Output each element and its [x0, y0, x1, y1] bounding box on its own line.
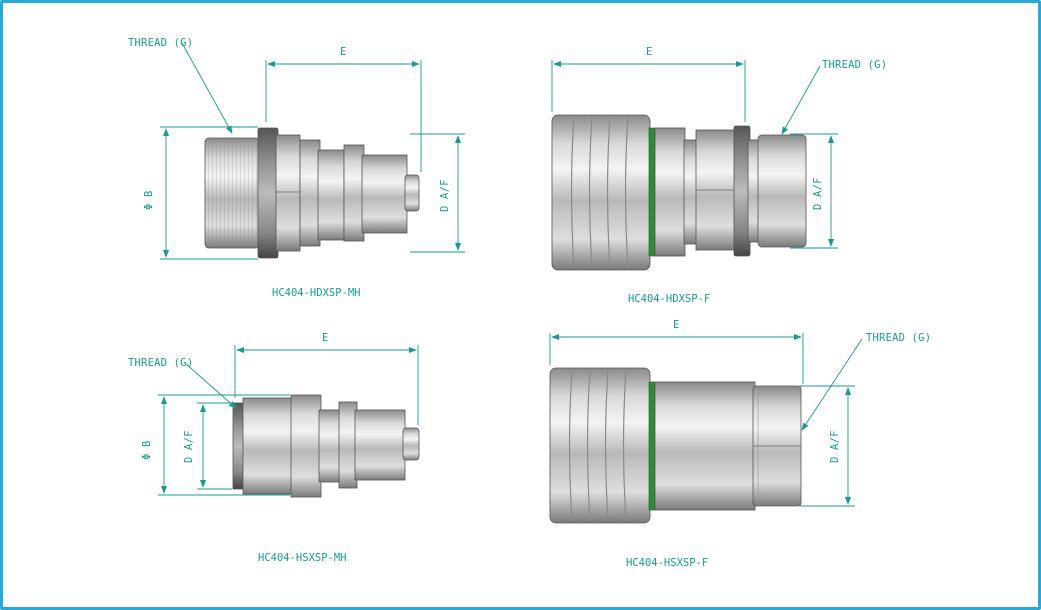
hex-body [290, 394, 322, 498]
thread-label: THREAD (G) [128, 37, 193, 49]
seal-ring [648, 381, 656, 511]
dim-e-label: E [673, 319, 680, 331]
dim-phi-b-label: Φ B [141, 440, 153, 460]
threaded-body [242, 397, 294, 495]
dim-daf-label: D A/F [812, 177, 824, 210]
seal-ring [648, 127, 656, 257]
dim-daf-label: D A/F [439, 179, 451, 212]
view-hdxsp-f: E D A/F THREAD (G) HC404-HDXSP-F [551, 46, 887, 305]
socket-sleeve [549, 367, 651, 524]
thread-label: THREAD (G) [128, 357, 193, 369]
caption-hdxsp-mh: HC404-HDXSP-MH [272, 287, 361, 299]
caption-hdxsp-f: HC404-HDXSP-F [628, 293, 710, 305]
caption-hsxsp-f: HC404-HSXSP-F [626, 557, 708, 569]
hex-body [275, 134, 301, 252]
plug-tip [404, 174, 420, 212]
socket-body [654, 381, 756, 511]
view-hsxsp-mh: E Φ B D A/F THREAD (G) HC404-HSXSP-MH [128, 332, 420, 564]
dim-e-label: E [322, 332, 329, 344]
view-hsxsp-f: E D A/F THREAD (G) HC404-HSXSP-F [549, 319, 931, 569]
caption-hsxsp-mh: HC404-HSXSP-MH [258, 552, 347, 564]
socket-sleeve [551, 114, 651, 271]
thread-label: THREAD (G) [822, 59, 887, 71]
dim-e-label: E [646, 46, 653, 58]
thread-label: THREAD (G) [866, 332, 931, 344]
plug-tip [402, 427, 420, 461]
threaded-body [757, 134, 807, 248]
dim-phi-b-label: Φ B [143, 190, 155, 210]
dim-daf-label: D A/F [183, 430, 195, 463]
nut-ring [733, 125, 751, 257]
dim-e-label: E [340, 46, 347, 58]
dim-daf-label: D A/F [829, 430, 841, 463]
view-hdxsp-mh: E Φ B D A/F THREAD (G) HC404-HDXSP-MH [128, 37, 465, 299]
nut-ring [257, 127, 279, 259]
